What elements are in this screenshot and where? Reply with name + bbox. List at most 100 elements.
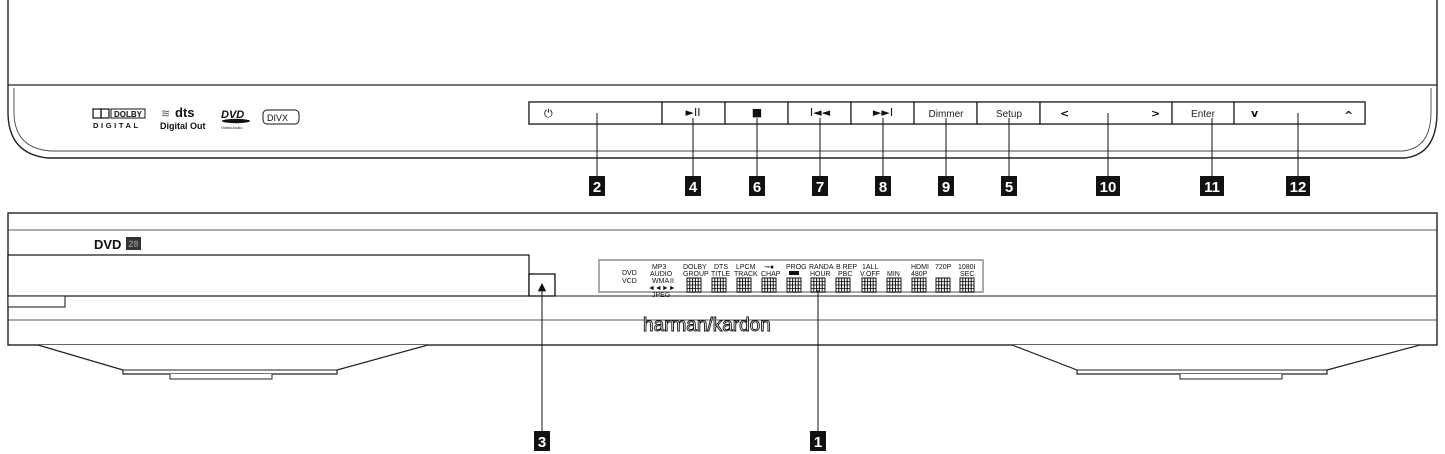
callout-6: 6 xyxy=(749,176,765,196)
callout-3: 3 xyxy=(534,431,550,451)
skip-back-icon: I◄◄ xyxy=(810,106,831,119)
disp-randa: RANDA xyxy=(809,264,834,271)
dts-logo-sub: Digital Out xyxy=(160,121,206,131)
callout-1: 1 xyxy=(810,431,826,451)
right-arrow-icon[interactable]: > xyxy=(1151,107,1160,120)
display-digit xyxy=(886,277,902,293)
callout-5: 5 xyxy=(1001,176,1017,196)
disp-prog: PROG xyxy=(786,264,807,271)
dts-logo-main: dts xyxy=(175,105,195,120)
disp-title: TITLE xyxy=(711,271,730,278)
disp-arrows: ◄◄►► xyxy=(648,285,676,292)
display-digit xyxy=(761,277,777,293)
callout-8: 8 xyxy=(875,176,891,196)
disp-track: TRACK xyxy=(734,271,758,278)
disp-1all: 1ALL xyxy=(862,264,878,271)
down-up-button[interactable]: v ^ xyxy=(1233,101,1366,125)
disc-tray xyxy=(7,254,530,297)
disp-pbc: PBC xyxy=(838,271,852,278)
play-pause-icon: ►II xyxy=(686,106,701,119)
dolby-digital-logo: DOLBY DIGITAL xyxy=(92,108,146,130)
display-digit xyxy=(786,277,802,293)
disp-mp3: MP3 xyxy=(652,264,667,271)
disp-min: MIN xyxy=(887,271,900,278)
button-bar: ⏻ ►II ■ I◄◄ ►►I Dimmer xyxy=(528,101,1366,125)
display-labels: DVD VCD MP3 AUDIO WMA II ◄◄►► JPEG DOLBY… xyxy=(622,264,976,299)
svg-text:1: 1 xyxy=(814,434,822,451)
display-digit xyxy=(711,277,727,293)
callout-7: 7 xyxy=(812,176,828,196)
callout-2: 2 xyxy=(589,176,605,196)
disp-ii: II xyxy=(670,278,674,285)
svg-text:7: 7 xyxy=(816,179,824,196)
disp-1080i: 1080I xyxy=(958,264,976,271)
stop-icon: ■ xyxy=(752,106,762,119)
enter-button[interactable]: Enter xyxy=(1171,101,1235,125)
callout-9: 9 xyxy=(938,176,954,196)
display-digit xyxy=(861,277,877,293)
front-panel: DVD 28 ▲ DVD VCD MP3 AUDIO WMA II ◄◄►► J… xyxy=(7,212,1438,451)
svg-text:11: 11 xyxy=(1204,179,1220,196)
svg-text:5: 5 xyxy=(1005,179,1013,196)
left-arrow-icon[interactable]: < xyxy=(1060,107,1069,120)
callout-10: 10 xyxy=(1096,176,1120,196)
model-badge: 28 xyxy=(128,239,138,249)
callout-12: 12 xyxy=(1286,176,1310,196)
up-arrow-icon[interactable]: ^ xyxy=(1344,109,1353,122)
disp-lpcm: LPCM xyxy=(736,264,756,271)
display-digits xyxy=(686,277,975,293)
svg-text:4: 4 xyxy=(689,179,698,196)
svg-text:9: 9 xyxy=(942,179,950,196)
dvd-video-audio-logo: DVD Video/Audio xyxy=(221,109,250,130)
model-label: DVD xyxy=(94,237,121,252)
top-leader-lines xyxy=(596,113,1299,176)
svg-text:10: 10 xyxy=(1100,179,1117,196)
display-digit xyxy=(736,277,752,293)
svg-text:12: 12 xyxy=(1290,179,1307,196)
display-digit xyxy=(935,277,951,293)
top-panel-body xyxy=(7,0,1438,159)
dts-logo: ≋ dts Digital Out xyxy=(160,105,206,131)
disp-group: GROUP xyxy=(683,271,709,278)
down-arrow-icon[interactable]: v xyxy=(1251,107,1259,120)
left-right-button[interactable]: < > xyxy=(1039,101,1173,125)
next-button[interactable]: ►►I xyxy=(850,101,915,125)
model-badge-box xyxy=(126,237,141,250)
svg-text:8: 8 xyxy=(879,179,887,196)
disp-480p: 480P xyxy=(911,271,928,278)
disp-hdmi: HDMI xyxy=(911,264,929,271)
display-digit xyxy=(835,277,851,293)
skip-forward-icon: ►►I xyxy=(873,106,893,119)
display-digit xyxy=(686,277,702,293)
callout-4: 4 xyxy=(685,176,701,196)
setup-label: Setup xyxy=(996,109,1023,120)
disp-brep: B REP xyxy=(836,264,857,271)
top-panel-inner-rim xyxy=(13,88,1432,152)
disp-audio: AUDIO xyxy=(650,271,673,278)
dimmer-label: Dimmer xyxy=(929,109,965,120)
disp-vcd: VCD xyxy=(622,278,637,285)
dts-swirl-icon: ≋ xyxy=(161,107,170,120)
svg-text:2: 2 xyxy=(593,179,601,196)
top-panel: DOLBY DIGITAL ≋ dts Digital Out DVD Vide… xyxy=(7,0,1438,196)
disp-chap: CHAP xyxy=(761,271,781,278)
left-foot-pad xyxy=(169,374,273,380)
display-digit xyxy=(810,277,826,293)
prog-icon xyxy=(789,271,799,275)
dolby-logo-sub: DIGITAL xyxy=(93,121,141,130)
enter-label: Enter xyxy=(1191,109,1216,120)
disp-voff: V.OFF xyxy=(860,271,880,278)
power-button[interactable]: ⏻ xyxy=(528,101,663,125)
disp-dolby: DOLBY xyxy=(683,264,707,271)
disc-icon xyxy=(222,118,250,124)
disp-dvd: DVD xyxy=(622,270,637,277)
power-icon: ⏻ xyxy=(544,107,553,120)
right-foot-pad xyxy=(1179,374,1283,380)
svg-text:6: 6 xyxy=(753,179,761,196)
display-digit xyxy=(911,277,927,293)
disp-sec: SEC xyxy=(960,271,974,278)
eject-icon: ▲ xyxy=(538,280,547,293)
disp-wma: WMA xyxy=(652,278,669,285)
svg-text:3: 3 xyxy=(538,434,546,451)
